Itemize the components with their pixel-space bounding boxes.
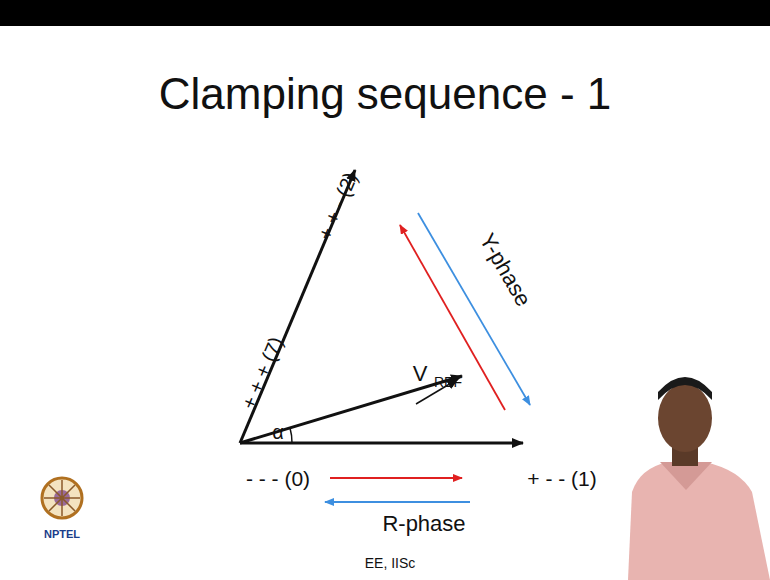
logo-text: NPTEL (44, 529, 80, 540)
phase-label: R-phase (382, 513, 465, 535)
vector-label: + - - (1) (527, 468, 596, 489)
lecturer-figure (628, 377, 770, 580)
footer-note: EE, IISc (365, 556, 416, 570)
angle-label: α (272, 422, 284, 442)
vector-label: - - - (0) (246, 468, 310, 489)
nptel-logo (42, 478, 82, 518)
vector-name: V (413, 363, 428, 385)
slide-title: Clamping sequence - 1 (0, 70, 770, 118)
vector-subscript: REF (434, 375, 462, 389)
phase-label: Y-phase (475, 230, 534, 310)
vector-label: + + + (7) (238, 334, 286, 412)
video-frame-bar (0, 0, 770, 26)
vector-label: + + - (2) (315, 169, 361, 242)
